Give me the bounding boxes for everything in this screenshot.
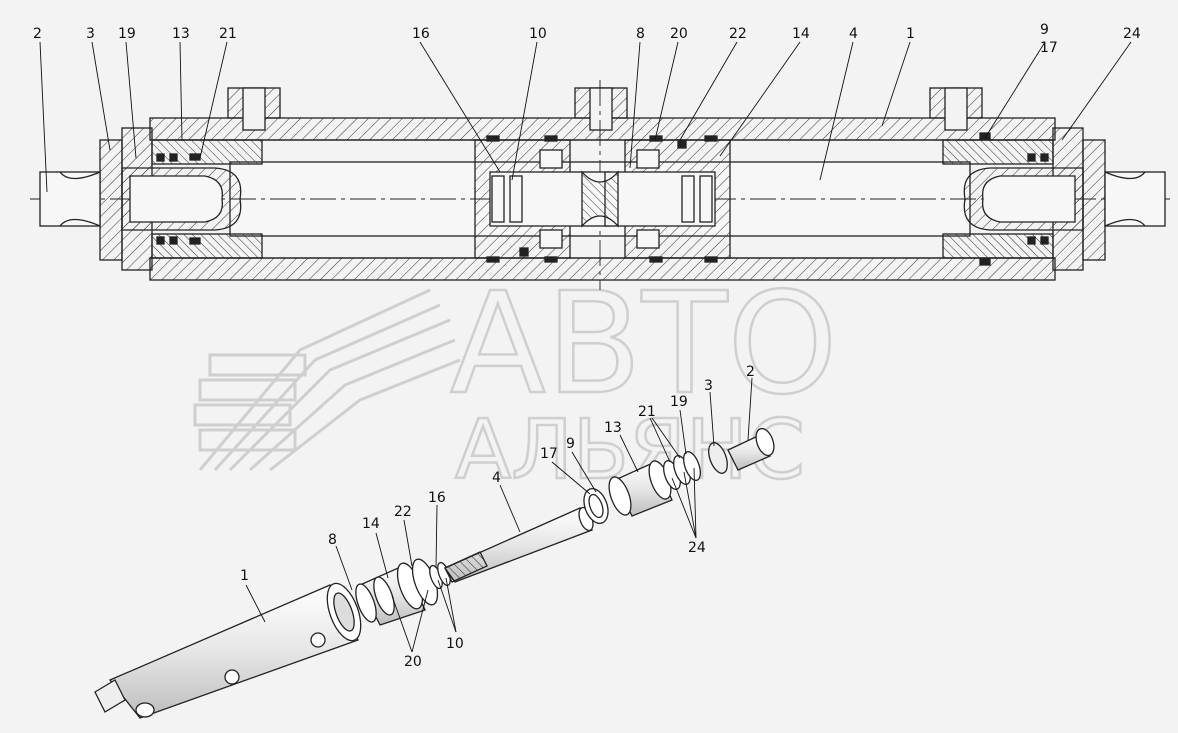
section-callouts: 2 3 19 13 21 16 10 8 20 22 14 4 1 9 17 2… bbox=[33, 22, 1141, 193]
watermark-line1: АВТО bbox=[450, 263, 838, 426]
exploded-cap bbox=[708, 442, 728, 474]
callout-section-12: 1 bbox=[906, 26, 915, 42]
callout-section-11: 4 bbox=[849, 26, 858, 42]
left-eye bbox=[39, 171, 101, 227]
callout-section-3: 13 bbox=[172, 26, 190, 42]
callout-exploded-7: 4 bbox=[492, 470, 501, 486]
left-end-cap bbox=[99, 139, 123, 261]
callout-exploded-6: 17 bbox=[540, 446, 558, 462]
callout-section-2: 19 bbox=[118, 26, 136, 42]
watermark: АВТО АЛЬЯНС bbox=[193, 262, 839, 499]
exploded-housing bbox=[108, 584, 359, 719]
callout-exploded-0: 2 bbox=[746, 364, 755, 380]
callout-section-10: 14 bbox=[792, 26, 810, 42]
callout-exploded-5: 9 bbox=[566, 436, 575, 452]
watermark-logo bbox=[193, 288, 461, 472]
callout-exploded-10: 16 bbox=[428, 490, 446, 506]
section-view bbox=[30, 80, 1170, 290]
callout-exploded-11: 14 bbox=[362, 516, 380, 532]
callout-section-8: 20 bbox=[670, 26, 688, 42]
callout-section-7: 8 bbox=[636, 26, 645, 42]
callout-exploded-1: 3 bbox=[704, 378, 713, 394]
left-gland-top bbox=[151, 139, 263, 165]
callout-section-13: 9 bbox=[1040, 22, 1049, 38]
callout-exploded-9: 22 bbox=[394, 504, 412, 520]
callout-section-5: 16 bbox=[412, 26, 430, 42]
right-gland-bottom bbox=[942, 233, 1054, 259]
port-left bbox=[227, 87, 281, 131]
callout-exploded-8: 24 bbox=[688, 540, 706, 556]
callout-section-6: 10 bbox=[529, 26, 547, 42]
callout-section-4: 21 bbox=[219, 26, 237, 42]
callout-section-15: 24 bbox=[1123, 26, 1141, 42]
callout-exploded-14: 20 bbox=[404, 654, 422, 670]
cylinder-wall-bottom bbox=[149, 257, 1056, 281]
rod-coupling bbox=[581, 170, 619, 228]
callout-exploded-12: 8 bbox=[328, 532, 337, 548]
callout-exploded-13: 1 bbox=[240, 568, 249, 584]
left-gland-bottom bbox=[151, 233, 263, 259]
callout-section-9: 22 bbox=[729, 26, 747, 42]
port-right bbox=[929, 87, 983, 131]
callout-section-1: 3 bbox=[86, 26, 95, 42]
exploded-view bbox=[94, 427, 775, 719]
callout-exploded-4: 13 bbox=[604, 420, 622, 436]
right-eye bbox=[1104, 171, 1166, 227]
callout-section-14: 17 bbox=[1040, 40, 1058, 56]
callout-exploded-3: 21 bbox=[638, 404, 656, 420]
callout-exploded-2: 19 bbox=[670, 394, 688, 410]
callout-section-0: 2 bbox=[33, 26, 42, 42]
exploded-callouts: 2 3 19 21 13 9 17 4 24 22 16 14 8 1 20 1… bbox=[240, 364, 755, 670]
right-end-cap bbox=[1082, 139, 1106, 261]
callout-exploded-15: 10 bbox=[446, 636, 464, 652]
right-gland-top bbox=[942, 139, 1054, 165]
port-center bbox=[574, 87, 628, 131]
